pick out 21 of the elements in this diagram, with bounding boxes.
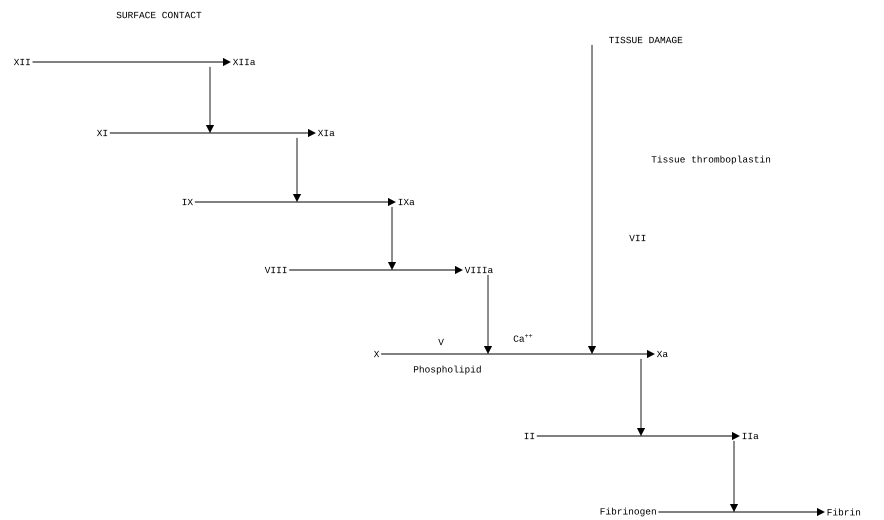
cofactor-label: Ca$^{++}$	[514, 334, 532, 342]
section-heading: SURFACE CONTACT	[116, 12, 202, 18]
factor-label: II	[524, 432, 534, 440]
factor-label: Fibrinogen	[600, 508, 656, 516]
factor-label: Xa	[656, 350, 668, 358]
factor-label: XII	[14, 58, 30, 66]
factor-label: VIIIa	[464, 266, 493, 274]
cofactor-label: V	[438, 338, 444, 346]
factor-label: Fibrin	[828, 508, 860, 516]
factor-label: IX	[182, 198, 193, 206]
factor-label: XIa	[318, 130, 334, 136]
heading-label: TISSUE DAMAGE	[609, 36, 682, 44]
factor-label: XIIa	[232, 58, 256, 66]
factor-label: IIa	[742, 432, 758, 440]
factor-label: VIII	[264, 266, 287, 274]
factor-label: VII	[629, 234, 646, 242]
factor-label: IXa	[398, 198, 414, 206]
cofactor-label: Phospholipid	[414, 366, 481, 374]
factor-label: XI	[96, 130, 108, 136]
factor-label: Tissue thromboplastin	[652, 156, 770, 164]
factor-label: X	[374, 350, 380, 358]
